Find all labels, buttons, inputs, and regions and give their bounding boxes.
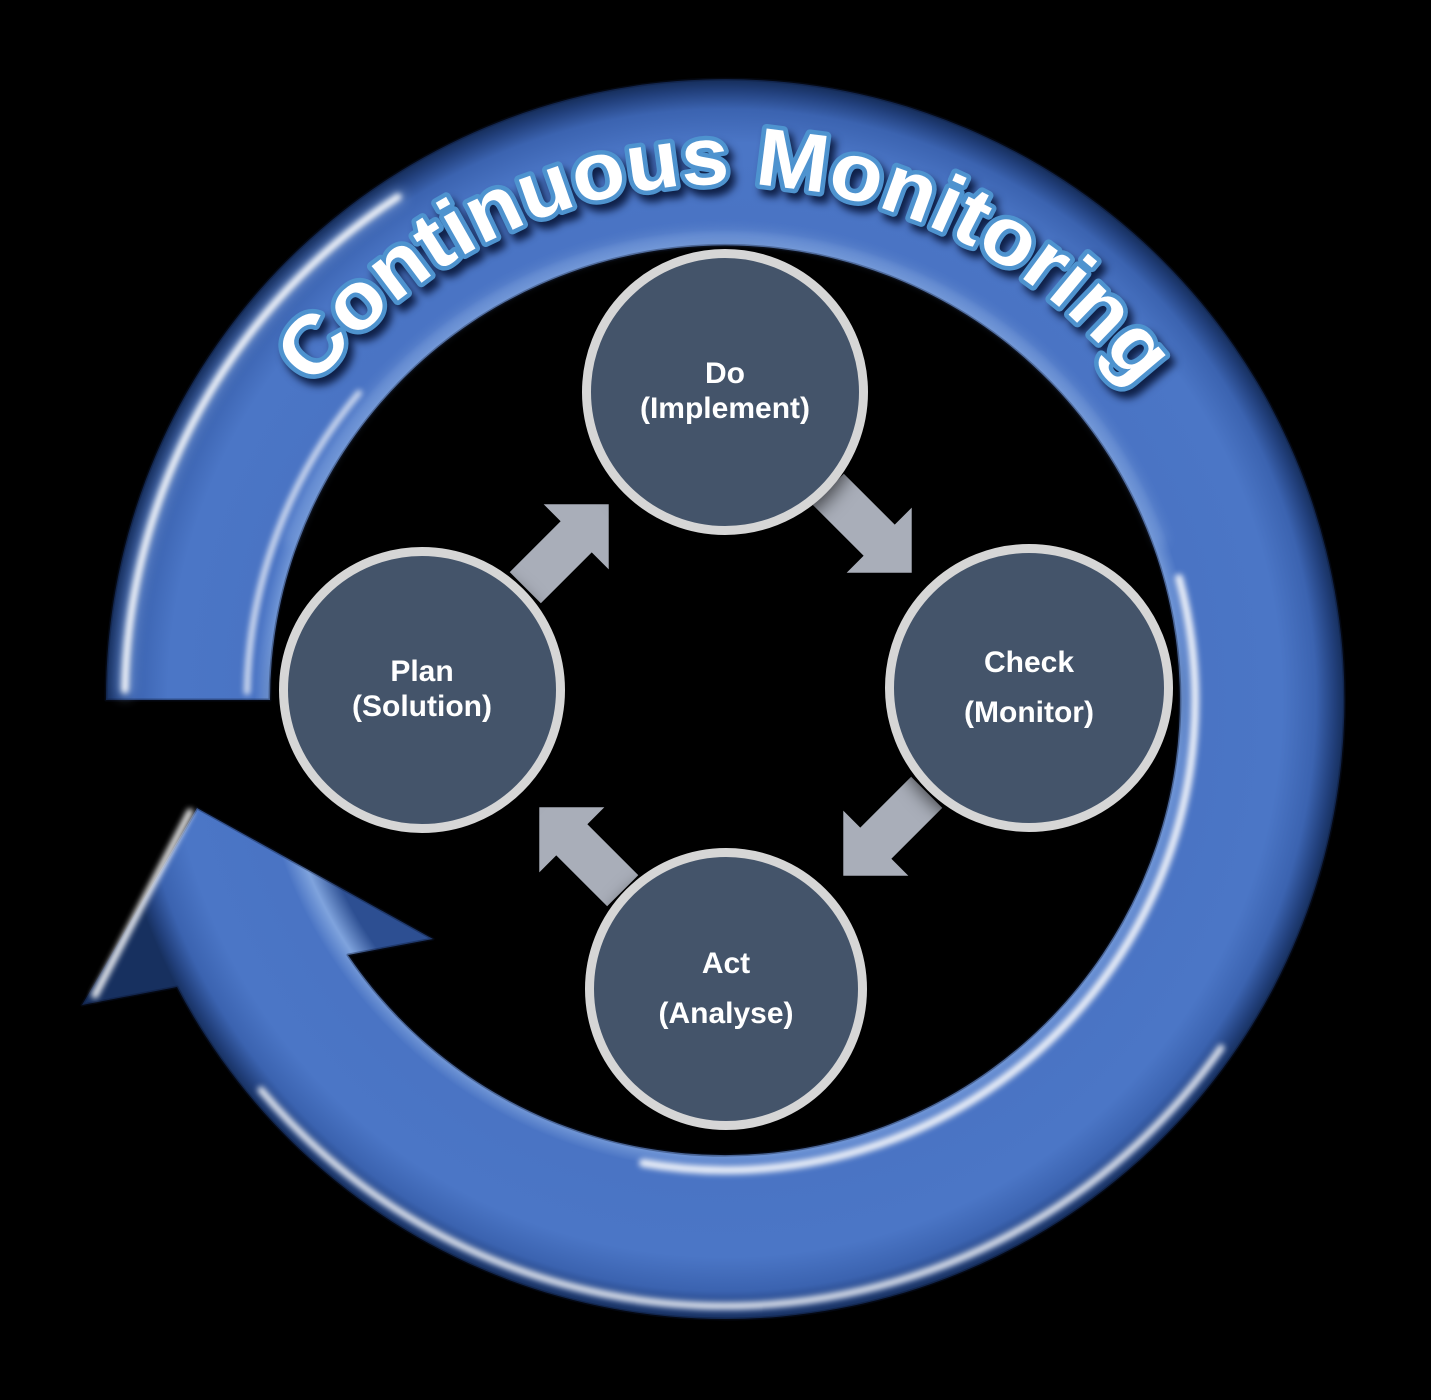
arrow-act-to-plan-icon (539, 807, 639, 907)
node-act-label: Act (701, 946, 751, 980)
node-plan: Plan (Solution) (279, 547, 565, 833)
node-do: Do (Implement) (582, 249, 868, 535)
arrow-check-to-act-icon (843, 776, 943, 876)
node-act-sublabel: (Analyse) (658, 996, 794, 1030)
node-act: Act (Analyse) (585, 848, 867, 1130)
step-connectors (509, 473, 943, 907)
node-check-sublabel: (Monitor) (964, 695, 1094, 729)
node-do-label: Do (705, 357, 745, 391)
node-check: Check (Monitor) (885, 544, 1173, 832)
node-check-label: Check (983, 645, 1075, 679)
arrow-plan-to-do-icon (509, 504, 609, 604)
cycle-ring-arrow (80, 77, 1346, 1321)
arrow-do-to-check-icon (812, 473, 912, 573)
node-do-sublabel: (Implement) (639, 392, 810, 425)
node-plan-label: Plan (390, 655, 454, 689)
ring-gloss-highlights (91, 189, 1225, 1310)
node-plan-sublabel: (Solution) (352, 690, 492, 723)
